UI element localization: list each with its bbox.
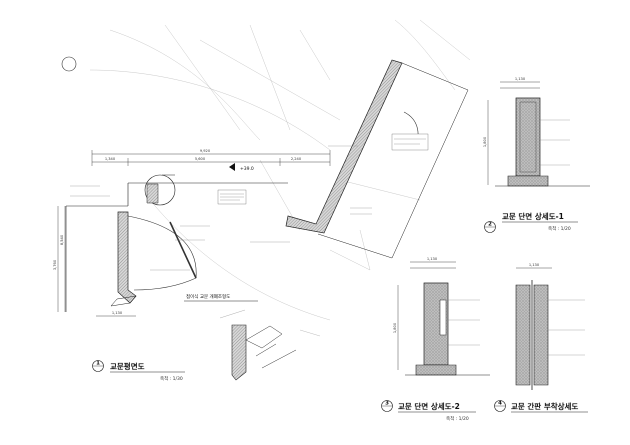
sign-attachment-detail: 1,130 4 교문 간판 부착상세도 [494,263,588,413]
view-1-title: 교문평면도 [110,361,145,371]
elevation-marker-icon [229,163,235,171]
view-4-number: 4 [498,401,502,407]
view-1-number: 1 [96,361,100,367]
sec2-dim-height: 1,800 [393,322,397,333]
sec1-dim-width: 1,130 [515,77,526,81]
dim-overall: 9,920 [200,149,211,153]
gate-swing-arc [127,215,197,291]
dim-left-2: 8,540 [60,234,64,245]
site-background-lines [61,19,471,321]
left-wall-hatch [117,211,137,304]
section-detail-1: 1,130 1,800 2 교문 단면 상세도-1 축척 : 1/20 [483,77,590,233]
diagonal-wall-hatch [285,59,403,234]
dim-seg-2: 5,600 [195,157,206,161]
view-2-scale: 축척 : 1/20 [548,225,571,232]
view-4-title: 교문 간판 부착상세도 [511,401,578,411]
circle-marker [61,56,77,72]
folding-gate-subtitle: 접이식 교문 개폐조형도 [186,293,230,300]
dim-left-1: 3,760 [53,259,57,270]
dim-seg-3: 2,240 [291,157,302,161]
view-3-scale: 축척 : 1/20 [446,415,469,422]
sec2-dim-width: 1,130 [427,257,438,261]
folding-gate-sketch: 접이식 교문 개폐조형도 [184,293,321,381]
elevation-label: +39.0 [240,166,254,172]
dim-seg-1: 1,340 [105,157,116,161]
view-1-scale: 축척 : 1/30 [160,375,183,382]
sec4-dim-width: 1,130 [529,263,540,267]
gate-plan-view: 9,920 1,340 5,600 2,240 3,760 8,540 1,13… [53,59,469,382]
sec1-dim-height: 1,800 [483,136,487,147]
detail-callout-circle [144,174,176,206]
section-detail-2: 1,130 1,800 3 교문 단면 상세도-2 축척 : 1/20 [381,257,490,422]
view-2-title: 교문 단면 상세도-1 [502,211,564,221]
dim-bottom: 1,130 [112,311,123,315]
view-3-title: 교문 단면 상세도-2 [398,401,460,411]
view-2-number: 2 [488,222,492,228]
view-3-number: 3 [385,401,389,407]
